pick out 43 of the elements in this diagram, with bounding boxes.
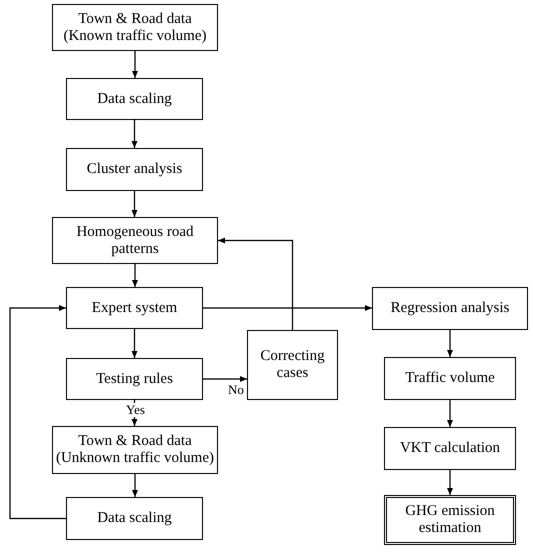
process-box	[66, 148, 203, 191]
process-box	[52, 4, 218, 51]
box-label: Testing rules	[96, 370, 173, 388]
box-label: (Unknown traffic volume)	[56, 450, 214, 467]
box-label: VKT calculation	[400, 440, 500, 457]
box-label: Town & Road data	[78, 10, 192, 28]
process-box	[66, 287, 203, 329]
box-label: Regression analysis	[390, 300, 510, 317]
process-box	[247, 330, 338, 400]
edge-label: No	[228, 383, 244, 397]
process-box	[372, 287, 528, 330]
process-box	[66, 78, 203, 120]
arrow	[132, 51, 138, 78]
arrow	[132, 191, 138, 217]
box-label: (Known traffic volume)	[63, 28, 206, 44]
box-label: Data scaling	[97, 90, 172, 108]
process-box	[66, 497, 203, 540]
arrow	[203, 305, 372, 311]
box-label: Expert system	[92, 300, 178, 316]
process-box	[52, 217, 218, 264]
box-label: Town & Road data	[78, 433, 192, 450]
arrow	[203, 376, 247, 382]
arrow	[447, 330, 453, 357]
box-label: Data scaling	[97, 510, 172, 527]
arrow	[9, 305, 66, 520]
arrow	[132, 474, 138, 497]
arrow	[132, 329, 138, 358]
box-label: Cluster analysis	[86, 161, 182, 178]
process-box	[384, 357, 516, 400]
box-label: Homogeneous road patterns	[75, 224, 195, 258]
arrow	[447, 470, 453, 495]
arrow	[132, 120, 138, 148]
arrow	[218, 238, 294, 330]
box-label: Traffic volume	[405, 370, 495, 387]
process-box	[384, 427, 516, 470]
box-label: Correcting cases	[259, 348, 326, 382]
arrow	[447, 400, 453, 427]
process-box	[52, 426, 218, 474]
process-box	[66, 358, 203, 400]
edge-label: Yes	[126, 403, 145, 417]
box-label: GHG emission estimation	[404, 503, 496, 537]
process-box	[384, 495, 516, 545]
arrow	[132, 264, 138, 287]
